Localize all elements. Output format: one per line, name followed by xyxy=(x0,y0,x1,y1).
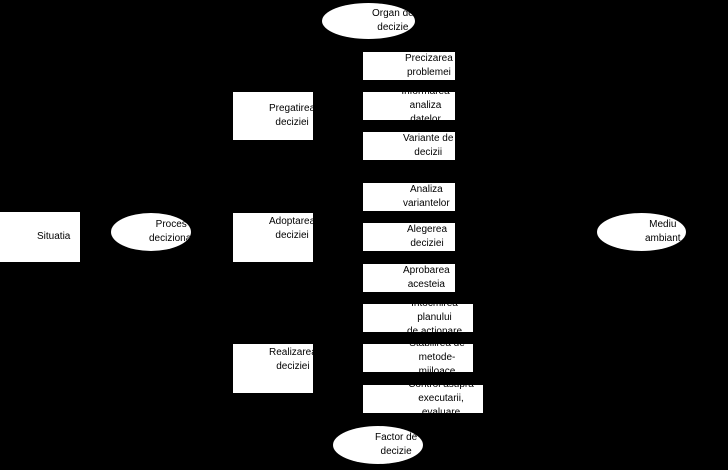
adoptarea-deciziei-node: Adoptarea deciziei xyxy=(233,213,313,262)
realizarea-deciziei-label: Realizarea deciziei xyxy=(269,347,313,372)
step-variante-de-decizii-label: Variante de decizii xyxy=(403,133,454,158)
proces-decizional-node: Proces decizional xyxy=(111,213,191,251)
pregatirea-deciziei-node: Pregatirea deciziei xyxy=(233,92,313,140)
step-variante-de-decizii: Variante de decizii xyxy=(363,132,455,160)
organ-decizie-label: Organ de decizie xyxy=(372,8,414,33)
realizarea-deciziei-node: Realizarea deciziei xyxy=(233,344,313,393)
step-analiza-variantelor: Analiza variantelor xyxy=(363,183,455,211)
situatia-label: Situatia xyxy=(37,231,71,242)
step-analiza-variantelor-label: Analiza variantelor xyxy=(403,184,450,209)
mediu-ambiant-label: Mediu ambiant xyxy=(645,219,681,244)
step-stabilirea-de-metode: Stabilirea de metode-mijloace xyxy=(363,344,473,372)
step-informarea-analiza-datelor: Informarea analiza datelor xyxy=(363,92,455,120)
step-control-asupra-executarii: Control asupra executarii, evaluare xyxy=(363,385,483,413)
step-alegerea-deciziei: Alegerea deciziei xyxy=(363,223,455,251)
step-stabilirea-de-metode-label: Stabilirea de metode-mijloace xyxy=(409,344,465,372)
mediu-ambiant-node: Mediu ambiant xyxy=(597,213,686,251)
step-precizarea-problemei-label: Precizarea problemei xyxy=(405,53,453,78)
step-alegerea-deciziei-label: Alegerea deciziei xyxy=(407,224,448,249)
factor-decizie-label: Factor de decizie xyxy=(375,432,418,457)
organ-decizie-node: Organ de decizie xyxy=(322,3,415,39)
step-informarea-analiza-datelor-label: Informarea analiza datelor xyxy=(401,92,449,120)
factor-decizie-node: Factor de decizie xyxy=(333,426,423,464)
pregatirea-deciziei-label: Pregatirea deciziei xyxy=(269,103,313,128)
step-intocmirea-planului: Intocmirea planului de actionare xyxy=(363,304,473,332)
step-intocmirea-planului-label: Intocmirea planului de actionare xyxy=(406,304,463,332)
situatia-node: Situatia xyxy=(0,212,80,262)
step-aprobarea-acesteia-label: Aprobarea acesteia xyxy=(403,265,450,290)
adoptarea-deciziei-label: Adoptarea deciziei xyxy=(269,216,313,241)
step-precizarea-problemei: Precizarea problemei xyxy=(363,52,455,80)
step-control-asupra-executarii-label: Control asupra executarii, evaluare xyxy=(408,385,474,413)
step-aprobarea-acesteia: Aprobarea acesteia xyxy=(363,264,455,292)
proces-decizional-label: Proces decizional xyxy=(149,219,191,244)
